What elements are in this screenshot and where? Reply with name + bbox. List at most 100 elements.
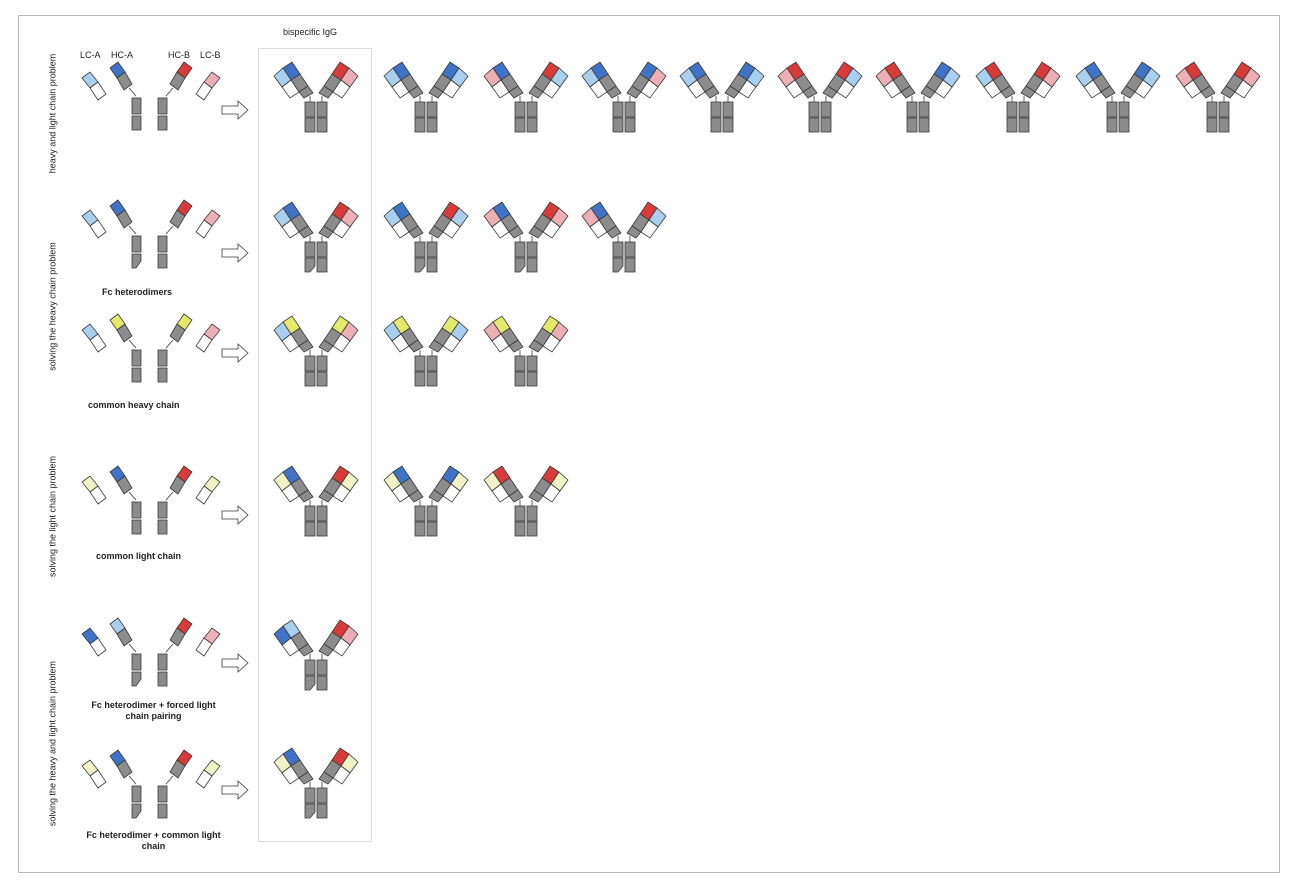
hc-b-ch1-domain <box>169 323 186 343</box>
hc-b-hinge-line <box>165 87 174 97</box>
fc-left-knob-ch3 <box>304 675 316 691</box>
arrow-shape <box>221 780 249 800</box>
right-hinge-segment <box>822 85 838 99</box>
row-label-heavy-light-solution: solving the heavy and light chain proble… <box>47 660 58 827</box>
hc-a-ch3-domain <box>131 367 142 383</box>
hc-b-hinge-line <box>165 339 174 349</box>
fc-right-ch3 <box>426 521 438 537</box>
right-hinge-segment <box>920 85 936 99</box>
fc-right-ch2 <box>426 355 438 372</box>
right-hinge-segment <box>1220 85 1236 99</box>
left-light-constant-domain <box>785 79 804 99</box>
fc-left-ch2 <box>710 101 722 118</box>
product-igg-s3-1 <box>383 465 469 537</box>
left-hinge-segment <box>408 225 424 239</box>
fc-left-ch2 <box>514 505 526 522</box>
fc-left-ch2 <box>514 355 526 372</box>
right-light-constant-domain <box>640 79 659 99</box>
arrow-shape <box>221 505 249 525</box>
product-igg-s0-1 <box>383 61 469 133</box>
left-light-constant-domain <box>491 219 510 239</box>
left-light-constant-domain <box>281 637 300 657</box>
fc-right-ch2 <box>1118 101 1130 118</box>
right-light-constant-domain <box>1134 79 1153 99</box>
hc-a-hinge-line <box>128 775 137 785</box>
left-light-constant-domain <box>883 79 902 99</box>
left-light-constant-domain <box>281 79 300 99</box>
hc-b-hinge-line <box>165 643 174 653</box>
product-igg-s4-0 <box>273 619 359 691</box>
right-light-constant-domain <box>542 79 561 99</box>
left-hinge-segment <box>606 85 622 99</box>
right-hinge-segment <box>1120 85 1136 99</box>
fc-left-ch3 <box>906 117 918 133</box>
left-hinge-segment <box>704 85 720 99</box>
hc-a-hinge-line <box>128 491 137 501</box>
left-hinge-segment <box>408 489 424 503</box>
fc-right-ch3 <box>426 117 438 133</box>
fc-right-ch2 <box>316 355 328 372</box>
fc-right-hole-ch3 <box>624 257 636 273</box>
hc-b-ch2-domain <box>157 785 168 803</box>
fc-right-hole-ch3 <box>526 257 538 273</box>
left-light-constant-domain <box>491 333 510 353</box>
caption-fc-heterodimers: Fc heterodimers <box>102 287 173 297</box>
hc-b-hinge-line <box>165 225 174 235</box>
fc-right-ch2 <box>316 101 328 118</box>
hc-a-ch1-domain <box>116 627 133 647</box>
parent-chains-section-3 <box>81 465 221 535</box>
left-hinge-segment <box>298 643 314 657</box>
fc-right-ch3 <box>1118 117 1130 133</box>
lc-b-constant-domain <box>195 485 213 505</box>
right-light-constant-domain <box>442 219 461 239</box>
left-light-constant-domain <box>687 79 706 99</box>
fc-right-ch3 <box>820 117 832 133</box>
left-hinge-segment <box>408 339 424 353</box>
hc-a-ch1-domain <box>116 209 133 229</box>
fc-right-ch3 <box>526 117 538 133</box>
product-igg-s3-2 <box>483 465 569 537</box>
right-hinge-segment <box>318 85 334 99</box>
right-hinge-segment <box>528 225 544 239</box>
left-light-constant-domain <box>281 765 300 785</box>
fc-left-ch2 <box>304 355 316 372</box>
fc-right-ch2 <box>918 101 930 118</box>
hc-b-ch1-domain <box>169 759 186 779</box>
left-hinge-segment <box>606 225 622 239</box>
fc-right-ch3 <box>722 117 734 133</box>
product-igg-s0-5 <box>777 61 863 133</box>
left-hinge-segment <box>508 225 524 239</box>
hc-b-ch2-domain <box>157 349 168 367</box>
hc-a-hinge-line <box>128 339 137 349</box>
fc-right-ch3 <box>526 371 538 387</box>
fc-left-ch2 <box>1106 101 1118 118</box>
fc-right-ch2 <box>426 241 438 258</box>
right-hinge-segment <box>318 771 334 785</box>
right-light-constant-domain <box>542 483 561 503</box>
right-light-constant-domain <box>332 333 351 353</box>
fc-left-ch3 <box>304 371 316 387</box>
left-light-constant-domain <box>1183 79 1202 99</box>
lc-b-constant-domain <box>195 769 213 789</box>
fc-right-ch3 <box>918 117 930 133</box>
fc-right-ch2 <box>426 101 438 118</box>
fc-right-ch2 <box>820 101 832 118</box>
hc-b-ch2-domain <box>157 653 168 671</box>
arrow-shape <box>221 653 249 673</box>
fc-left-ch3 <box>514 521 526 537</box>
hc-a-knob-ch3 <box>131 803 142 819</box>
fc-right-hole-ch3 <box>316 803 328 819</box>
right-light-constant-domain <box>542 219 561 239</box>
hc-b-hinge-line <box>165 491 174 501</box>
arrow-section-0 <box>221 100 249 120</box>
fc-left-ch2 <box>304 659 316 676</box>
right-light-constant-domain <box>332 637 351 657</box>
hc-a-hinge-line <box>128 87 137 97</box>
left-hinge-segment <box>802 85 818 99</box>
left-hinge-segment <box>298 339 314 353</box>
left-hinge-segment <box>1000 85 1016 99</box>
fc-left-ch2 <box>304 241 316 258</box>
hc-b-hole-ch3 <box>157 803 168 819</box>
hc-b-ch2-domain <box>157 501 168 519</box>
fc-right-ch2 <box>526 101 538 118</box>
